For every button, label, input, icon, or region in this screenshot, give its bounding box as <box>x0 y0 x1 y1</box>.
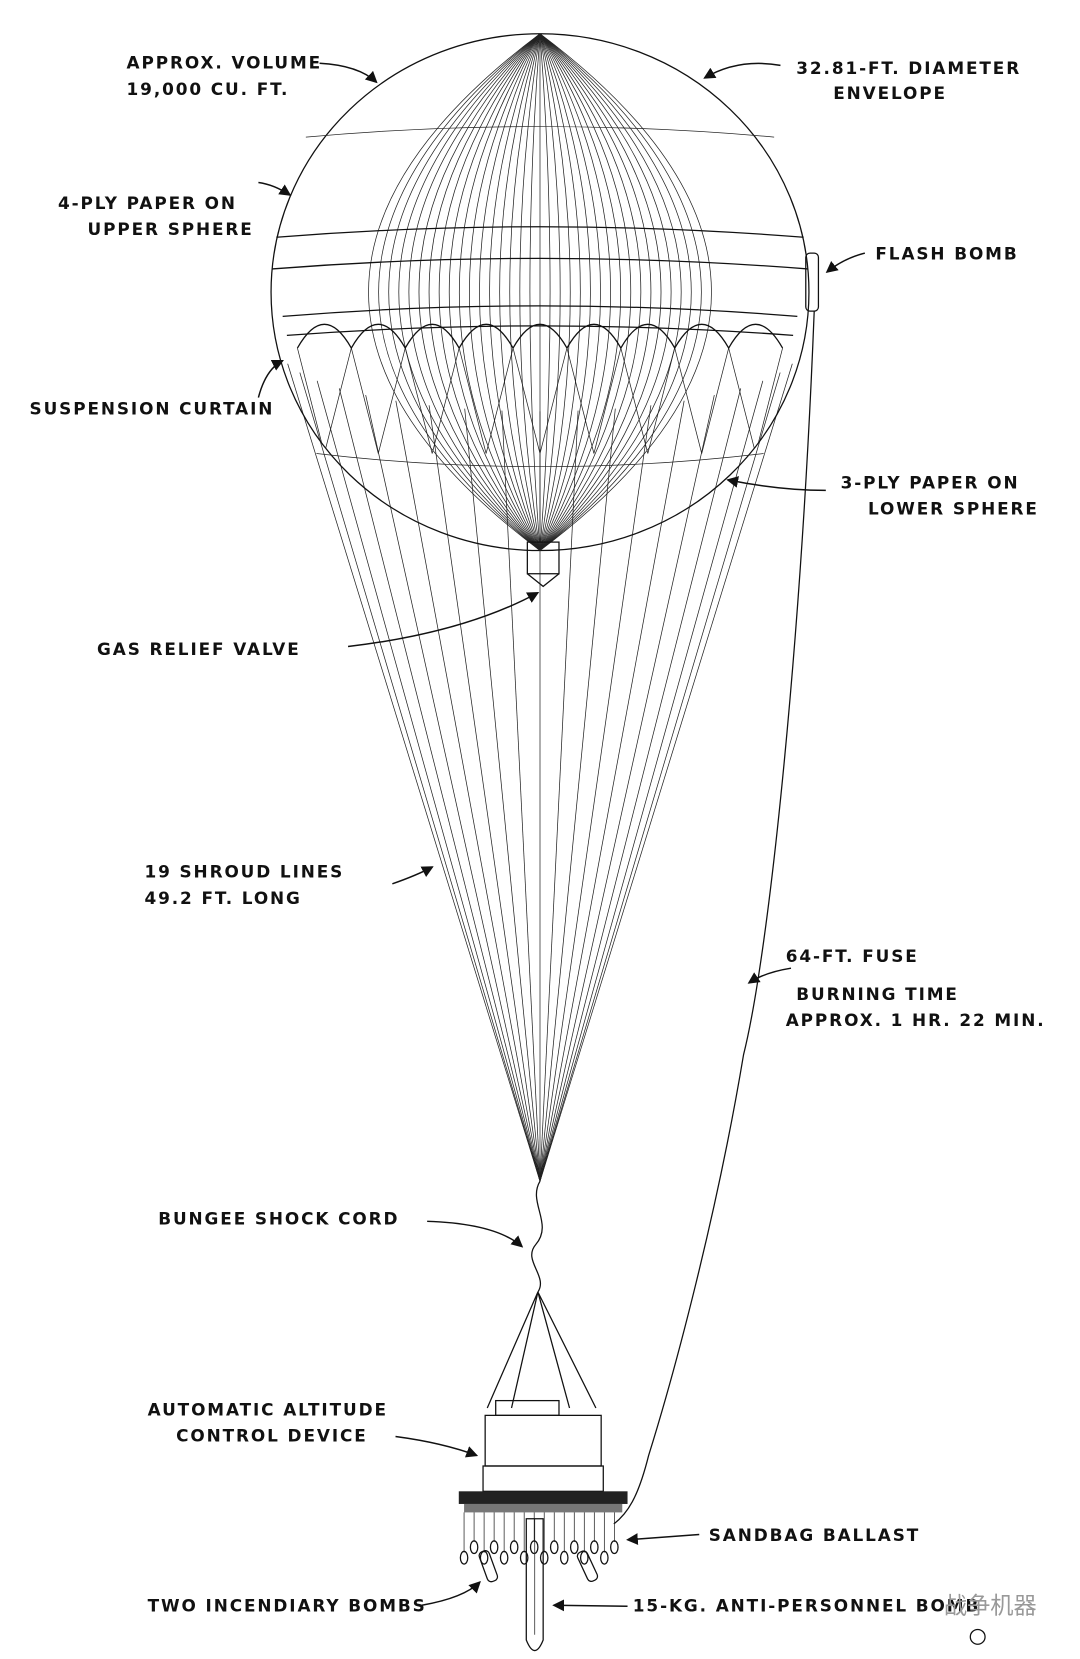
engineer-seal <box>969 1628 986 1645</box>
shroud-line <box>539 394 715 1182</box>
label-flash-bomb: FLASH BOMB <box>875 243 1018 263</box>
svg-text:4-PLY PAPER ON: 4-PLY PAPER ON <box>58 193 237 213</box>
sandbag <box>509 1540 519 1555</box>
svg-text:19 SHROUD LINES: 19 SHROUD LINES <box>144 861 344 881</box>
sandbag <box>600 1550 609 1565</box>
incendiary-bombs <box>478 1550 599 1583</box>
sandbag <box>610 1540 619 1555</box>
svg-text:3-PLY PAPER ON: 3-PLY PAPER ON <box>841 472 1020 492</box>
label-bungee: BUNGEE SHOCK CORD <box>158 1208 399 1228</box>
shroud-line <box>299 372 541 1182</box>
sandbag <box>499 1550 509 1565</box>
shroud-line <box>539 372 781 1182</box>
suspension-curtain <box>296 323 784 350</box>
sandbag <box>569 1540 579 1555</box>
shroud-line <box>316 380 541 1182</box>
svg-text:AUTOMATIC ALTITUDE: AUTOMATIC ALTITUDE <box>148 1399 388 1419</box>
fuse-line <box>613 311 815 1525</box>
svg-text:BURNING TIME: BURNING TIME <box>796 984 959 1004</box>
sandbag <box>519 1550 529 1565</box>
watermark: 战争机器 <box>944 1593 1037 1620</box>
shroud-lines <box>287 363 793 1182</box>
svg-text:LOWER SPHERE: LOWER SPHERE <box>868 499 1039 519</box>
shroud-line <box>464 408 541 1182</box>
flash-bomb <box>805 252 820 312</box>
shroud-line <box>539 400 685 1182</box>
label-envelope: 32.81-FT. DIAMETER ENVELOPE <box>796 58 1021 103</box>
label-shroud-lines: 19 SHROUD LINES 49.2 FT. LONG <box>144 861 344 908</box>
label-upper-sphere: 4-PLY PAPER ON UPPER SPHERE <box>58 193 254 239</box>
svg-text:APPROX. 1 HR. 22 MIN.: APPROX. 1 HR. 22 MIN. <box>786 1010 1046 1030</box>
label-altitude-device: AUTOMATIC ALTITUDE CONTROL DEVICE <box>148 1399 388 1446</box>
svg-text:64-FT. FUSE: 64-FT. FUSE <box>786 946 919 966</box>
svg-text:32.81-FT. DIAMETER: 32.81-FT. DIAMETER <box>796 58 1021 78</box>
sandbag <box>529 1540 539 1555</box>
sandbag <box>559 1550 569 1565</box>
shroud-line <box>501 410 541 1182</box>
altitude-control-device <box>458 1399 628 1513</box>
svg-text:CONTROL DEVICE: CONTROL DEVICE <box>176 1426 368 1446</box>
svg-text:UPPER SPHERE: UPPER SPHERE <box>88 219 254 239</box>
shroud-line <box>365 394 541 1182</box>
shroud-line <box>539 388 742 1182</box>
label-lower-sphere: 3-PLY PAPER ON LOWER SPHERE <box>841 472 1039 519</box>
sandbag <box>539 1550 549 1565</box>
label-fuse: 64-FT. FUSE BURNING TIME APPROX. 1 HR. 2… <box>786 946 1046 1030</box>
sandbag <box>489 1540 499 1555</box>
shroud-line <box>539 363 793 1182</box>
shroud-line <box>539 410 579 1182</box>
gas-relief-valve <box>526 541 560 588</box>
sandbag-ballast <box>459 1512 619 1565</box>
svg-text:49.2 FT. LONG: 49.2 FT. LONG <box>144 888 301 908</box>
label-suspension-curtain: SUSPENSION CURTAIN <box>30 398 275 418</box>
label-sandbag: SANDBAG BALLAST <box>709 1525 920 1545</box>
sandbag <box>459 1550 469 1565</box>
label-anti-personnel: 15-KG. ANTI-PERSONNEL BOMB <box>633 1596 980 1616</box>
shroud-line <box>539 408 616 1182</box>
shroud-line <box>395 400 541 1182</box>
balloon-envelope <box>270 33 810 552</box>
anti-personnel-bomb <box>525 1518 544 1652</box>
shroud-line <box>287 363 541 1182</box>
svg-text:19,000 CU. FT.: 19,000 CU. FT. <box>127 79 290 99</box>
svg-text:APPROX. VOLUME: APPROX. VOLUME <box>127 53 323 73</box>
shroud-line <box>338 388 541 1182</box>
svg-text:ENVELOPE: ENVELOPE <box>833 83 947 103</box>
sandbag <box>549 1540 559 1555</box>
label-volume: APPROX. VOLUME 19,000 CU. FT. <box>127 53 323 99</box>
sandbag <box>469 1540 479 1555</box>
sandbag <box>589 1540 599 1555</box>
bungee-shock-cord <box>531 1180 543 1293</box>
shroud-line <box>539 380 764 1182</box>
label-gas-relief-valve: GAS RELIEF VALVE <box>97 639 301 659</box>
label-incendiary: TWO INCENDIARY BOMBS <box>148 1596 427 1616</box>
